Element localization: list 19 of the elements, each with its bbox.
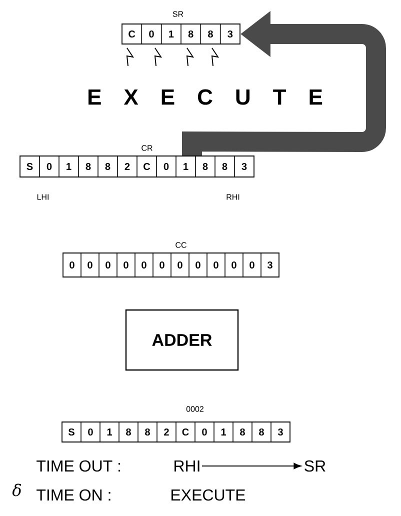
note-text: TIME OUT : [36,460,120,472]
note-text: TIME ON : [36,489,110,501]
register: C 0 1 8 8 3 [122,24,240,44]
register-label: RHI [226,194,240,200]
register: 0 0 0 0 0 0 0 0 0 0 0 3 [62,252,280,278]
register: S 0 1 8 8 2 C 0 1 8 8 3 [20,156,254,178]
register-label: LHI [37,194,48,200]
register-label: CR [142,145,152,151]
register-label: SR [172,11,184,17]
note-text: EXECUTE [172,489,246,501]
title: E X E C U T E [88,89,322,105]
register: S 0 1 8 8 2 C 0 1 8 8 3 [62,422,290,442]
arrow [201,462,302,470]
register-name: SR [304,460,326,472]
register-label: 0002 [186,406,204,412]
adder-box: ADDER [125,309,239,371]
register-label: CC [176,242,186,248]
register-name: RHI [174,460,200,472]
symbol: δ [12,484,22,496]
